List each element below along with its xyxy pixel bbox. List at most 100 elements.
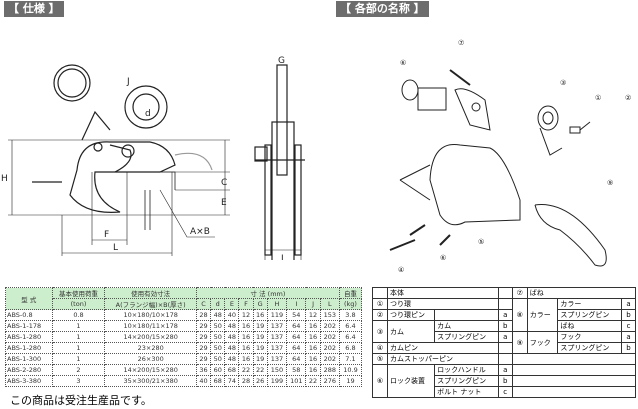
table-cell [511, 386, 637, 398]
col-d: d [210, 298, 226, 310]
dim-F: F [104, 230, 109, 240]
table-cell: ばね [526, 287, 637, 299]
table-cell: 1 [51, 342, 106, 354]
table-cell: 14×200/15×280 [104, 364, 197, 376]
table-cell: スプリングピン [434, 331, 499, 343]
table-cell: a [497, 309, 513, 321]
table-cell: b [621, 309, 636, 321]
table-cell: ロックハンドル [434, 364, 499, 376]
table-cell: a [621, 331, 636, 343]
table-cell: 48 [224, 331, 240, 343]
table-cell: 22 [238, 364, 254, 376]
table-cell [497, 287, 513, 299]
callout: ⑤ [478, 238, 484, 246]
col-c: C [195, 298, 212, 310]
col-h: H [266, 298, 288, 310]
table-cell [511, 353, 637, 365]
col-l: L [319, 298, 340, 310]
spec-table: 型 式 基本使用荷重 使用有効寸法 寸 法 (mm) 自重 (ton) A(フラ… [5, 287, 363, 387]
table-cell: a [497, 331, 513, 343]
table-cell: 22 [305, 375, 321, 387]
dim-E: E [221, 198, 227, 208]
table-cell: カムピン [387, 342, 499, 354]
table-cell: ABS-1-280 [5, 342, 53, 354]
clamp-side-drawing: G I [254, 56, 305, 260]
table-cell [497, 298, 513, 310]
table-cell: 23×280 [104, 342, 197, 354]
table-cell: つり環 [387, 298, 499, 310]
table-cell: 64 [286, 331, 307, 343]
col-dimensions: 寸 法 (mm) [195, 287, 340, 299]
table-cell: 19 [252, 353, 268, 365]
table-cell: ABS-1-300 [5, 353, 53, 365]
callout: ① [595, 94, 601, 102]
table-cell: 1 [51, 331, 106, 343]
callout: ② [625, 94, 631, 102]
table-cell: 2 [51, 364, 106, 376]
table-cell: ⑨ [511, 331, 528, 354]
table-cell: 10×180/11×178 [104, 320, 197, 332]
table-cell: ABS-3-380 [5, 375, 53, 387]
table-cell: 16 [305, 320, 321, 332]
table-cell: 40 [195, 375, 212, 387]
table-cell: ばね [557, 320, 622, 332]
table-cell: 0.8 [51, 309, 106, 321]
table-cell: 50 [210, 342, 226, 354]
table-cell: 50 [210, 320, 226, 332]
table-cell: 50 [210, 331, 226, 343]
table-cell: ④ [372, 342, 388, 354]
table-cell: 26 [252, 375, 268, 387]
table-cell: 101 [286, 375, 307, 387]
table-cell: ⑤ [372, 353, 388, 365]
col-f: F [238, 298, 254, 310]
table-cell: 202 [319, 342, 340, 354]
table-cell: 36 [195, 364, 212, 376]
unit-axb: A(フランジ幅)×B(厚さ) [104, 298, 197, 310]
table-cell: 64 [286, 353, 307, 365]
table-cell: 16 [252, 309, 268, 321]
table-cell: スプリングピン [434, 375, 499, 387]
table-cell: 29 [195, 320, 212, 332]
table-cell: 48 [224, 342, 240, 354]
table-cell: ABS-2-280 [5, 364, 53, 376]
table-cell: 19 [252, 320, 268, 332]
table-cell: 16 [305, 364, 321, 376]
table-cell: 35×300/21×380 [104, 375, 197, 387]
table-cell: 276 [319, 375, 340, 387]
table-cell: 3.8 [338, 309, 363, 321]
table-cell: 1 [51, 320, 106, 332]
callout: ⑥ [400, 59, 406, 67]
col-g: G [252, 298, 268, 310]
table-cell [511, 375, 637, 387]
table-cell: 50 [210, 353, 226, 365]
table-cell: 64 [286, 320, 307, 332]
col-model: 型 式 [5, 287, 53, 310]
table-cell: 202 [319, 320, 340, 332]
table-cell: 29 [195, 331, 212, 343]
table-cell: 16 [238, 331, 254, 343]
table-cell: 119 [266, 309, 288, 321]
table-cell: 10×180/10×178 [104, 309, 197, 321]
table-cell: 64 [286, 342, 307, 354]
table-cell: 137 [266, 331, 288, 343]
dim-AxB: A×B [190, 227, 210, 237]
table-cell: 16 [238, 342, 254, 354]
exploded-parts-drawing: ⑦ ③ ① ② ⑥ ⑨ ⑤ ④ ⑥ [389, 39, 631, 274]
table-cell: フック [557, 331, 622, 343]
table-cell: b [497, 375, 513, 387]
dim-L: L [113, 243, 118, 253]
table-cell [497, 353, 513, 365]
table-cell: 199 [266, 375, 288, 387]
